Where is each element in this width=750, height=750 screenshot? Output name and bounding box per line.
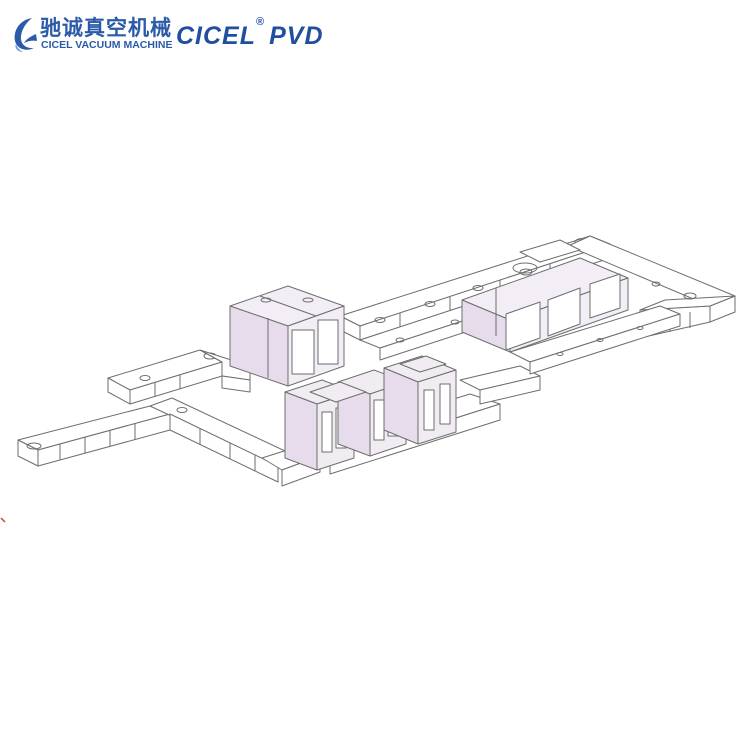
header: 驰诚真空机械 CICEL VACUUM MACHINE CICEL®PVD [0,0,750,70]
brand-chinese-name: 驰诚真空机械 [40,16,172,40]
brand-title-main: CICEL [176,22,256,50]
registered-mark: ® [256,16,266,28]
brand-english-name: CICEL VACUUM MACHINE [41,39,173,51]
middle-conveyor [149,397,321,487]
cabinet-back-modules [309,355,447,403]
left-conveyor-arm [17,405,171,467]
brand-title: CICEL®PVD [176,16,324,51]
corner-block [512,239,581,274]
right-vacuum-chamber [461,257,629,353]
cicel-logo-icon [14,18,37,52]
left-vacuum-chamber [229,285,345,387]
edge-marker [0,517,6,523]
brand-title-suffix: PVD [269,22,324,50]
upper-left-conveyor [107,349,251,405]
chamber-rail [509,305,681,375]
